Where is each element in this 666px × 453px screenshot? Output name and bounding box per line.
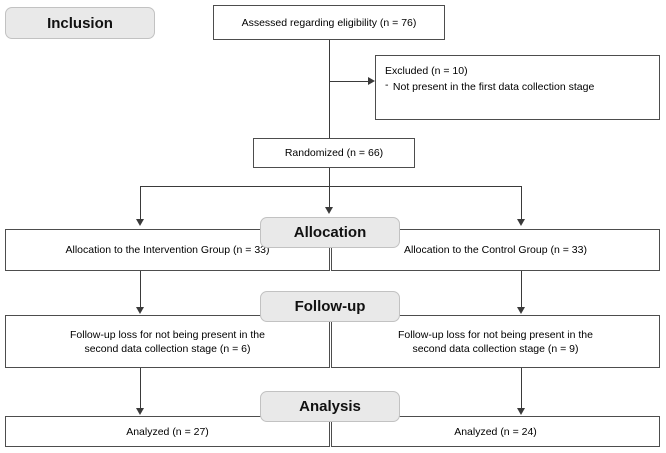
node-excluded-title: Excluded (n = 10) [385,65,468,77]
connector-assessed-to-randomized [329,40,330,138]
connector-split-right-drop [521,186,522,220]
node-analyzed-intervention: Analyzed (n = 27) [5,416,330,447]
bullet-dash-icon: - [385,79,389,91]
stage-pill-inclusion: Inclusion [5,7,155,39]
node-assessed-eligibility-label: Assessed regarding eligibility (n = 76) [241,16,417,29]
stage-pill-inclusion-label: Inclusion [47,14,113,32]
stage-pill-allocation-label: Allocation [293,224,367,241]
arrow-to-allocation-pill-icon [325,207,333,214]
node-assessed-eligibility: Assessed regarding eligibility (n = 76) [213,5,445,40]
arrow-to-followup-intervention-icon [136,307,144,314]
connector-followup-to-analysis-left [140,368,141,409]
arrow-to-analyzed-intervention-icon [136,408,144,415]
node-followup-intervention-line2: second data collection stage (n = 6) [84,342,251,355]
arrow-to-allocation-control-icon [517,219,525,226]
connector-assessed-to-excluded [329,81,369,82]
node-followup-control: Follow-up loss for not being present in … [331,315,660,368]
node-randomized-label: Randomized (n = 66) [284,147,384,159]
arrow-to-excluded-icon [368,77,375,85]
node-allocation-control-label: Allocation to the Control Group (n = 33) [404,244,587,256]
node-excluded-reason-row: - Not present in the first data collecti… [385,78,594,94]
node-excluded-reason: Not present in the first data collection… [392,81,595,93]
node-excluded: Excluded (n = 10) - Not present in the f… [375,55,660,120]
node-analyzed-control-label: Analyzed (n = 24) [454,425,537,438]
connector-followup-to-analysis-right [521,368,522,409]
stage-pill-analysis-label: Analysis [299,398,361,415]
connector-randomized-split-bar [140,186,521,187]
node-randomized: Randomized (n = 66) [253,138,415,168]
node-allocation-intervention-label: Allocation to the Intervention Group (n … [65,244,270,256]
arrow-to-allocation-intervention-icon [136,219,144,226]
node-analyzed-intervention-label: Analyzed (n = 27) [126,425,209,438]
connector-split-left-drop [140,186,141,220]
stage-pill-followup: Follow-up [260,291,400,322]
connector-center-to-allocation-pill [329,186,330,208]
connector-allocation-to-followup-right [521,271,522,308]
arrow-to-followup-control-icon [517,307,525,314]
node-followup-control-line1: Follow-up loss for not being present in … [398,328,593,341]
connector-allocation-to-followup-left [140,271,141,308]
node-followup-intervention-line1: Follow-up loss for not being present in … [70,328,265,341]
node-followup-intervention: Follow-up loss for not being present in … [5,315,330,368]
stage-pill-analysis: Analysis [260,391,400,422]
stage-pill-followup-label: Follow-up [294,298,366,315]
connector-randomized-stem [329,168,330,186]
stage-pill-allocation: Allocation [260,217,400,248]
arrow-to-analyzed-control-icon [517,408,525,415]
node-followup-control-line2: second data collection stage (n = 9) [412,342,579,355]
